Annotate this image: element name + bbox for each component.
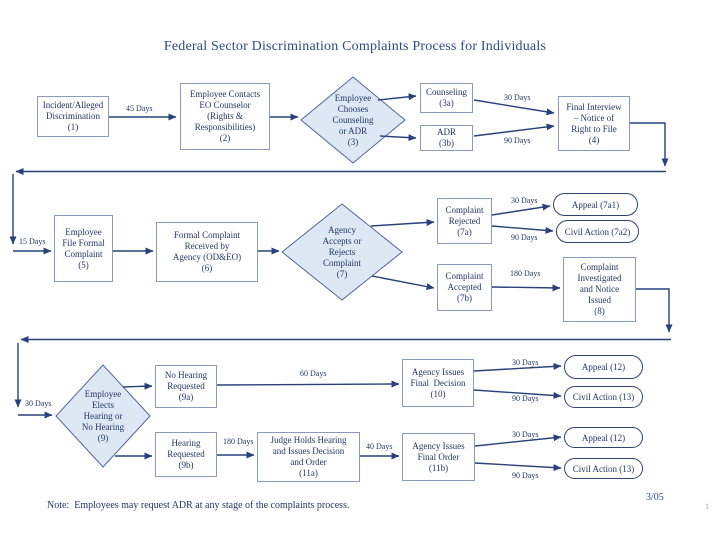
- edge-label-60-days: 60 Days: [300, 369, 327, 378]
- node-appeal-7a1: Appeal (7a1): [553, 193, 638, 216]
- edge-10-to-appeal: [473, 362, 562, 372]
- edge-11b-to-appeal: [474, 434, 562, 447]
- edge-7-to-7a: [370, 218, 435, 227]
- diamond-label-employee-elects: Employee Elects Hearing or No Hearing (9…: [81, 388, 125, 443]
- edge-label-45-days: 45 Days: [126, 104, 153, 113]
- node-complaint-investigated-notice-issued: Complaint Investigated and Notice Issued…: [563, 257, 636, 322]
- node-hearing-requested-9b: Hearing Requested (9b): [155, 432, 217, 477]
- edge-label-30-days-7a: 30 Days: [511, 196, 538, 205]
- footer-date: 3/05: [646, 492, 664, 503]
- node-civil-action-13-top: Civil Action (13): [564, 386, 643, 408]
- footer-note: Note: Employees may request ADR at any s…: [47, 500, 350, 511]
- edge-7-to-7b: [371, 275, 435, 291]
- node-civil-action-7a2: Civil Action (7a2): [556, 220, 639, 243]
- diamond-label-employee-chooses: Employee Chooses Counseling or ADR (3): [332, 93, 374, 147]
- node-agency-issues-final-order-11b: Agency Issues Final Order (11b): [402, 433, 475, 481]
- node-employee-files-formal-complaint: Employee File Formal Complaint (5): [54, 215, 113, 282]
- node-judge-holds-hearing-11a: Judge Holds Hearing and Issues Decision …: [257, 432, 360, 482]
- node-incident-alleged-discrimination: Incident/Alleged Discrimination (1): [37, 96, 109, 137]
- edge-7a-to-civil: [491, 225, 554, 234]
- node-final-interview-notice: Final Interview – Notice of Right to Fil…: [558, 96, 630, 151]
- edge-3-to-3a: [377, 93, 417, 101]
- edge-label-90-days-3b: 90 Days: [504, 136, 531, 145]
- node-agency-issues-final-decision-10: Agency Issues Final Decision (10): [402, 359, 474, 407]
- node-counseling-3a: Counseling (3a): [420, 83, 473, 113]
- edge-label-30-days-10: 30 Days: [512, 358, 539, 367]
- node-complaint-rejected-7a: Complaint Rejected (7a): [437, 198, 492, 244]
- edge-label-180-days-7b: 180 Days: [510, 269, 541, 278]
- diamond-employee-chooses-counseling: [300, 76, 406, 164]
- edge-7b-to-8: [491, 284, 561, 292]
- node-employee-contacts-eo-counselor: Employee Contacts EO Counselor (Rights &…: [180, 83, 270, 150]
- edge-9a-to-10: [216, 380, 400, 388]
- edge-9-to-9a: [122, 382, 153, 390]
- edge-label-180-days-9b: 180 Days: [223, 437, 254, 446]
- diamond-label-agency-accepts: Agency Accepts or Rejects Complaint (7): [322, 224, 362, 279]
- node-appeal-12-top: Appeal (12): [564, 355, 643, 379]
- edge-label-90-days-10: 90 Days: [512, 394, 539, 403]
- edge-4-down: [630, 122, 669, 167]
- diamond-employee-elects-hearing: [55, 364, 151, 468]
- edge-label-15-days: 15 Days: [19, 237, 46, 246]
- slide-title: Federal Sector Discrimination Complaints…: [163, 39, 547, 54]
- node-formal-complaint-received: Formal Complaint Received by Agency (OD&…: [156, 222, 258, 282]
- node-complaint-accepted-7b: Complaint Accepted (7b): [437, 264, 492, 311]
- node-adr-3b: ADR (3b): [420, 125, 473, 151]
- edge-7a-to-appeal: [491, 203, 551, 216]
- edge-10-to-civil: [473, 389, 562, 399]
- node-civil-action-13-bottom: Civil Action (13): [564, 458, 643, 479]
- node-appeal-12-bottom: Appeal (12): [564, 427, 643, 448]
- edge-3a-to-4: [473, 99, 555, 116]
- edge-label-30-days-return: 30 Days: [25, 399, 52, 408]
- edge-label-30-days-11b: 30 Days: [512, 430, 539, 439]
- edge-3b-to-4: [473, 123, 555, 137]
- edge-8-down: [636, 288, 673, 333]
- edge-11b-to-civil: [474, 462, 562, 472]
- edge-label-40-days: 40 Days: [366, 442, 393, 451]
- page-number: 1: [705, 502, 709, 511]
- edge-label-90-days-7a: 90 Days: [511, 233, 538, 242]
- node-no-hearing-requested-9a: No Hearing Requested (9a): [155, 365, 217, 408]
- edge-3-to-3b: [379, 134, 417, 142]
- edge-label-30-days-3a: 30 Days: [504, 93, 531, 102]
- edge-label-90-days-11b: 90 Days: [512, 471, 539, 480]
